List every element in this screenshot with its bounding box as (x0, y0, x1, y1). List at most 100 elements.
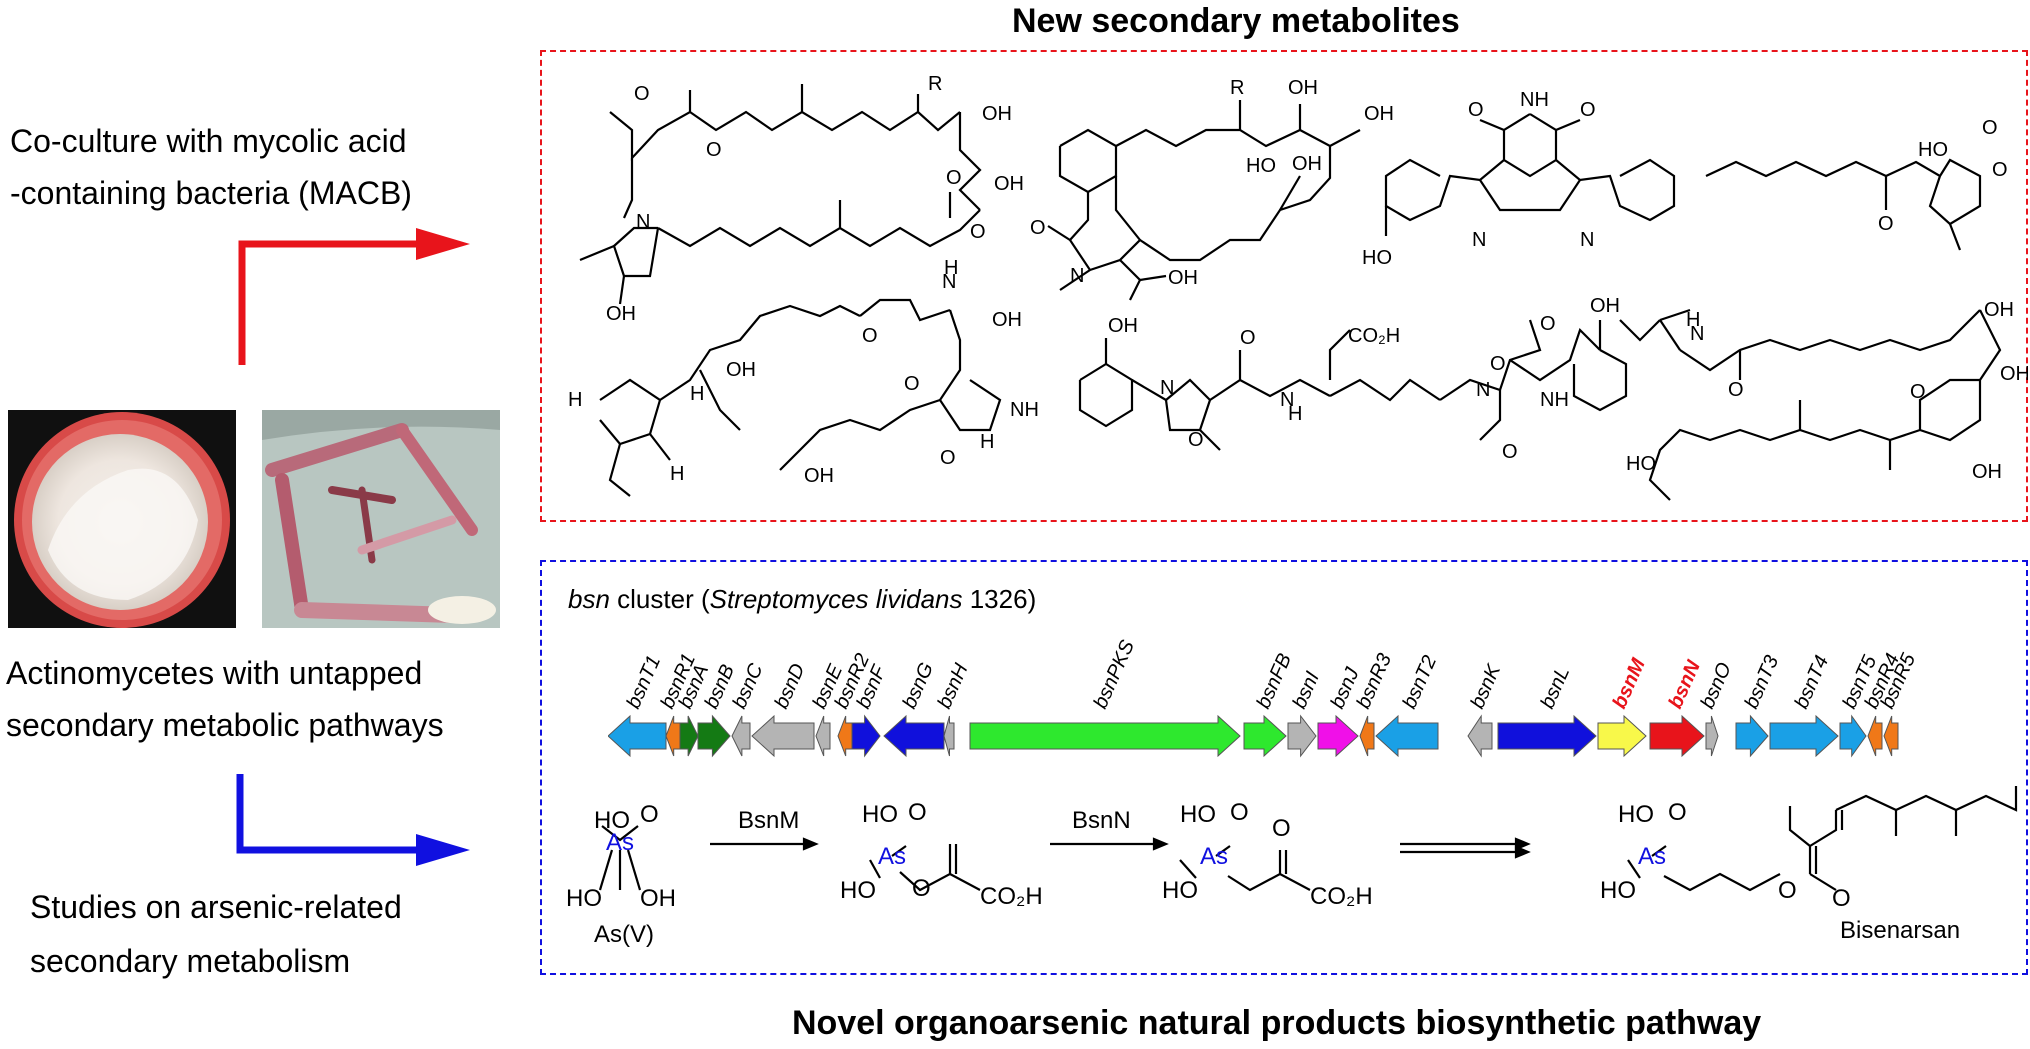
svg-text:N: N (1476, 379, 1490, 401)
svg-text:H: H (1288, 403, 1302, 425)
s1-o-label: O (634, 83, 650, 105)
int2-keto-o: O (1272, 815, 1291, 842)
asv-oh: OH (640, 885, 676, 912)
svg-text:O: O (970, 221, 986, 243)
svg-text:N: N (1280, 389, 1294, 411)
enzyme-bsnm: BsnM (738, 807, 799, 834)
svg-text:O: O (1910, 381, 1926, 403)
svg-text:OH: OH (1288, 77, 1318, 99)
svg-text:OH: OH (1984, 299, 2014, 321)
int1-co2h: CO₂H (980, 883, 1043, 910)
svg-text:OH: OH (804, 465, 834, 487)
gene-arrow-bsnFB (1243, 714, 1287, 758)
svg-text:N: N (1070, 265, 1084, 287)
svg-text:OH: OH (1590, 295, 1620, 317)
structure-4 (1705, 158, 1982, 251)
int1-o-ester: O (912, 875, 931, 902)
streak-plate-photo (262, 410, 500, 628)
gene-arrow-bsnPKS (969, 714, 1241, 758)
prod-o: O (1668, 799, 1687, 826)
asv-as: As (606, 829, 634, 856)
top-title: New secondary metabolites (1012, 2, 1460, 40)
arsenic-text-line2: secondary metabolism (30, 943, 351, 979)
svg-text:O: O (1580, 99, 1596, 121)
red-arrowhead (416, 228, 470, 260)
svg-text:N: N (636, 211, 650, 233)
svg-text:OH: OH (1168, 267, 1198, 289)
gene-arrow-bsnC (731, 715, 751, 757)
svg-text:HO: HO (1246, 155, 1276, 177)
asv-ho-bottom: HO (566, 885, 602, 912)
gene-arrow-bsnG (883, 714, 945, 758)
gene-arrow-bsnN (1649, 714, 1705, 758)
asv-ho-top: HO (594, 807, 630, 834)
gene-arrow-bsnT4 (1769, 714, 1839, 758)
gene-arrow-bsnT1 (608, 714, 667, 758)
structure-5 (599, 298, 1002, 497)
bisenarsan-label: Bisenarsan (1840, 917, 1960, 944)
svg-text:NH: NH (1010, 399, 1039, 421)
gene-arrow-bsnF (851, 714, 881, 758)
svg-text:N: N (942, 271, 956, 293)
gene-arrow-bsnR2 (837, 715, 853, 757)
prod-ester-o: O (1778, 877, 1797, 904)
actinomycetes-text-line1: Actinomycetes with untapped (6, 655, 423, 691)
svg-text:H: H (980, 431, 994, 453)
svg-text:O: O (940, 447, 956, 469)
cluster-label-end: 1326) (962, 584, 1037, 614)
svg-text:O: O (904, 373, 920, 395)
arsenic-pathway: HO O As HO OH As(V) BsnM HO O As HO O CO… (566, 786, 2018, 948)
svg-text:OH: OH (726, 359, 756, 381)
gene-arrow-bsnH (943, 715, 955, 757)
svg-text:O: O (1490, 353, 1506, 375)
petri-dish-photo (8, 410, 236, 628)
svg-text:O: O (1030, 217, 1046, 239)
svg-text:HO: HO (1362, 247, 1392, 269)
metabolites-box (540, 50, 2028, 522)
int2-ho-bottom: HO (1162, 877, 1198, 904)
svg-text:OH: OH (1292, 153, 1322, 175)
svg-text:O: O (706, 139, 722, 161)
svg-text:OH: OH (982, 103, 1012, 125)
arsenic-text-line1: Studies on arsenic-related (30, 889, 402, 925)
svg-text:H: H (1686, 309, 1700, 331)
prod-carbonyl-o: O (1832, 885, 1851, 912)
gene-arrow-bsnK (1467, 714, 1493, 758)
gene-arrow-bsnB (697, 714, 731, 758)
svg-text:O: O (1240, 327, 1256, 349)
svg-text:H: H (690, 383, 704, 405)
prod-as: As (1638, 843, 1666, 870)
svg-text:O: O (1540, 313, 1556, 335)
svg-text:HO: HO (1918, 139, 1948, 161)
int2-as: As (1200, 843, 1228, 870)
gene-arrow-bsnR5 (1883, 715, 1899, 757)
svg-text:OH: OH (606, 303, 636, 325)
pathway-box (540, 560, 2028, 975)
svg-text:O: O (1728, 379, 1744, 401)
svg-text:O: O (1982, 117, 1998, 139)
cluster-label-italic: bsn (568, 584, 610, 614)
svg-text:H: H (568, 389, 582, 411)
structure-2 (1047, 100, 1361, 301)
int1-ho-bottom: HO (840, 877, 876, 904)
gene-arrow-bsnE (815, 715, 831, 757)
coculture-text-line1: Co-culture with mycolic acid (10, 123, 407, 159)
svg-text:O: O (1878, 213, 1894, 235)
svg-text:R: R (928, 73, 942, 95)
prod-ho: HO (1618, 801, 1654, 828)
coculture-text-line2: -containing bacteria (MACB) (10, 175, 412, 211)
svg-text:O: O (1992, 159, 2008, 181)
svg-text:NH: NH (1540, 389, 1569, 411)
int1-ho: HO (862, 801, 898, 828)
svg-text:H: H (944, 257, 958, 279)
svg-text:N: N (1472, 229, 1486, 251)
structure-7 (1619, 308, 2002, 501)
int1-o: O (908, 799, 927, 826)
gene-arrow-bsnT5 (1839, 714, 1867, 758)
bottom-title: Novel organoarsenic natural products bio… (792, 1004, 1762, 1042)
gene-arrow-bsnR3 (1359, 715, 1375, 757)
gene-arrow-bsnR4 (1867, 715, 1883, 757)
gene-arrow-bsnA (679, 715, 699, 757)
